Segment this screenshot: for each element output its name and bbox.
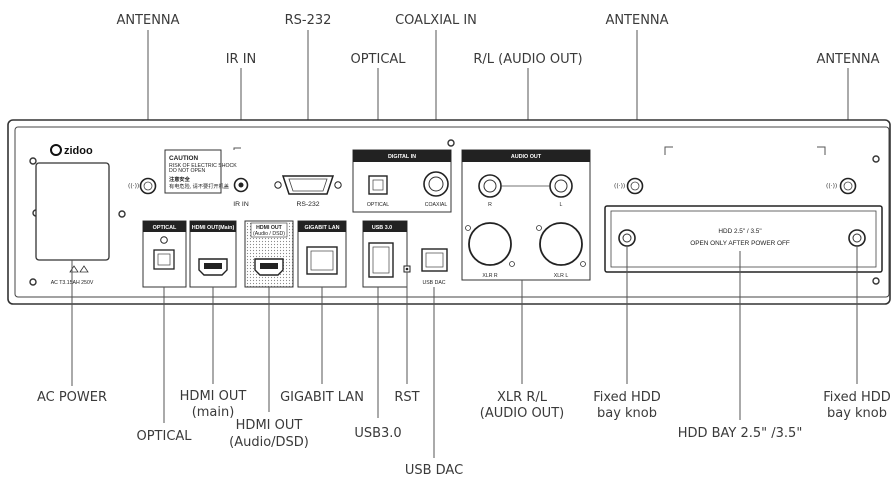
optical-out-label: OPTICAL [153, 225, 177, 231]
rca-r-label: R [488, 202, 492, 208]
callout-usb30: USB3.0 [354, 426, 401, 441]
callout-rst: RST [394, 390, 419, 405]
wifi-icon: ((·)) [128, 183, 139, 190]
audio-out-block: AUDIO OUT R L XLR R XLR L [461, 149, 591, 281]
callout-optical-bottom: OPTICAL [136, 429, 192, 444]
hdmi-main-label: HDMI OUT(Main) [192, 225, 235, 231]
hdd-knob-right [848, 229, 866, 247]
callout-rs232: RS-232 [285, 13, 332, 28]
wifi-icon-mid: ((·)) [614, 183, 625, 190]
hdmi-dsd-port: HDMI OUT (Audio / DSD) [244, 220, 294, 288]
caution-line1: RISK OF ELECTRIC SHOCK [169, 163, 237, 169]
gigabit-lan-port: GIGABIT LAN [297, 220, 347, 288]
caution-cn2: 有电危险, 请不要打开机盖 [169, 182, 229, 190]
rst-button [403, 265, 411, 273]
usb-dac-label: USB DAC [422, 280, 445, 286]
optical-out-port: OPTICAL [142, 220, 187, 288]
digital-in-block: DIGITAL IN OPTICAL COAXIAL [352, 149, 452, 213]
coaxial-in-label: COAXIAL [425, 202, 448, 208]
hdmi-dsd-label-1: HDMI OUT [256, 225, 282, 231]
ir-in-label: IR IN [233, 201, 249, 208]
brand-text: zidoo [64, 145, 93, 157]
rs232-port: RS-232 [274, 175, 342, 208]
wifi-icon-right: ((·)) [826, 183, 837, 190]
caution-title: CAUTION [169, 155, 198, 162]
callout-hdd-knob-right-2: bay knob [827, 406, 887, 421]
gigabit-lan-label: GIGABIT LAN [304, 225, 339, 231]
caution-cn1: 注意安全 [169, 175, 191, 183]
callout-hdd-bay: HDD BAY 2.5" /3.5" [678, 426, 803, 441]
rear-panel: zidoo AC T3.15AH 250V CAUTION RISK OF EL… [7, 119, 891, 305]
callout-xlr-1: XLR R/L [497, 390, 548, 405]
rca-l-label: L [560, 202, 563, 208]
antenna-right-connector: ((·)) [826, 177, 857, 195]
callout-hdd-knob-right-1: Fixed HDD [823, 390, 891, 405]
hdd-bay-cover: HDD 2.5" / 3.5" OPEN ONLY AFTER POWER OF… [604, 205, 883, 273]
xlr-l-label: XLR L [554, 273, 569, 279]
caution-line2: DO NOT OPEN [169, 168, 205, 174]
callout-rl-audio-out: R/L (AUDIO OUT) [473, 52, 582, 67]
callout-hdmi-dsd-2: (Audio/DSD) [229, 435, 309, 450]
ir-in-port: IR IN [233, 147, 249, 208]
callout-usb-dac: USB DAC [405, 463, 463, 478]
callout-optical-top: OPTICAL [350, 52, 406, 67]
hdmi-dsd-label-2: (Audio / DSD) [253, 231, 285, 237]
callout-hdd-knob-left-1: Fixed HDD [593, 390, 661, 405]
usb30-label: USB 3.0 [372, 225, 392, 231]
hdd-cover-line2: OPEN ONLY AFTER POWER OFF [690, 240, 790, 247]
callout-xlr-2: (AUDIO OUT) [480, 406, 564, 421]
hdd-cover-line1: HDD 2.5" / 3.5" [718, 228, 761, 235]
antenna-mid-connector: ((·)) [614, 177, 644, 195]
hdd-knob-left [618, 229, 636, 247]
optical-in-label: OPTICAL [367, 202, 389, 208]
callout-antenna-right: ANTENNA [816, 52, 879, 67]
callout-hdd-knob-left-2: bay knob [597, 406, 657, 421]
usb-dac-port: USB DAC [421, 248, 448, 286]
hdmi-main-port: HDMI OUT(Main) [189, 220, 237, 288]
callout-hdmi-main-1: HDMI OUT [180, 389, 247, 404]
callout-antenna-mid: ANTENNA [605, 13, 668, 28]
callout-coaxial-in: COALXIAL IN [395, 13, 477, 28]
usb30-port: USB 3.0 [362, 220, 408, 288]
antenna-left-connector: ((·)) [128, 177, 157, 195]
zidoo-logo: zidoo [50, 144, 93, 157]
bottom-leader-lines [71, 246, 858, 458]
callout-antenna-left: ANTENNA [116, 13, 179, 28]
callout-hdmi-main-2: (main) [192, 405, 235, 420]
callout-hdmi-dsd-1: HDMI OUT [236, 418, 303, 433]
xlr-r-label: XLR R [482, 273, 498, 279]
callout-ac-power: AC POWER [37, 390, 107, 405]
callout-ir-in: IR IN [226, 52, 257, 67]
rs232-label: RS-232 [296, 201, 319, 208]
digital-in-label: DIGITAL IN [388, 154, 416, 160]
caution-label: CAUTION RISK OF ELECTRIC SHOCK DO NOT OP… [164, 149, 237, 194]
audio-out-label: AUDIO OUT [511, 154, 542, 160]
callout-gigabit-lan: GIGABIT LAN [280, 390, 364, 405]
